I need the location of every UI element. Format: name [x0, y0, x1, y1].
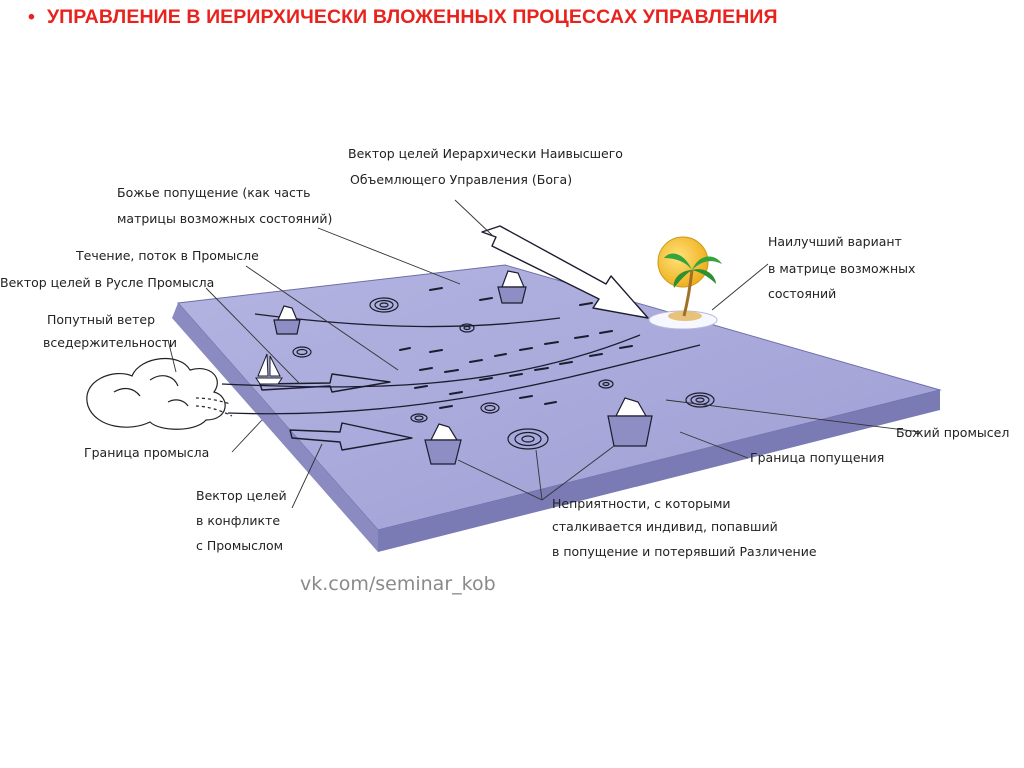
- label-best-option-1: Наилучший вариант: [768, 234, 902, 249]
- label-border-providence: Граница промысла: [84, 445, 209, 460]
- label-vector-highest-2: Объемлющего Управления (Бога): [350, 172, 572, 187]
- island-best-option: [649, 237, 722, 329]
- label-tailwind-1: Попутный ветер: [47, 312, 155, 327]
- label-best-option-3: состояний: [768, 286, 836, 301]
- label-vector-in-channel: Вектор целей в Русле Промысла: [0, 275, 214, 290]
- watermark-url: vk.com/seminar_kob: [300, 573, 496, 595]
- leader-permission-matrix: [318, 228, 460, 284]
- label-vector-conflict-2: в конфликте: [196, 513, 280, 528]
- label-gods-providence: Божий промысел: [896, 425, 1009, 440]
- leader-border-providence: [232, 420, 262, 452]
- label-vector-conflict-3: с Промыслом: [196, 538, 283, 553]
- leader-vector-highest: [455, 200, 493, 236]
- label-border-permission: Граница попущения: [750, 450, 884, 465]
- label-vector-highest-1: Вектор целей Иерархически Наивысшего: [348, 146, 623, 161]
- leader-best-option: [712, 264, 768, 310]
- label-troubles-2: сталкивается индивид, попавший: [552, 519, 778, 534]
- label-best-option-2: в матрице возможных: [768, 261, 915, 276]
- label-permission-matrix-1: Божье попущение (как часть: [117, 185, 311, 200]
- label-current-flow: Течение, поток в Промысле: [75, 248, 259, 263]
- label-tailwind-2: вседержительности: [43, 335, 177, 350]
- label-troubles-3: в попущение и потерявший Различение: [552, 544, 817, 559]
- label-permission-matrix-2: матрицы возможных состояний): [117, 211, 332, 226]
- label-vector-conflict-1: Вектор целей: [196, 488, 287, 503]
- wind-cloud-icon: [87, 359, 232, 430]
- label-troubles-1: Неприятности, с которыми: [552, 496, 731, 511]
